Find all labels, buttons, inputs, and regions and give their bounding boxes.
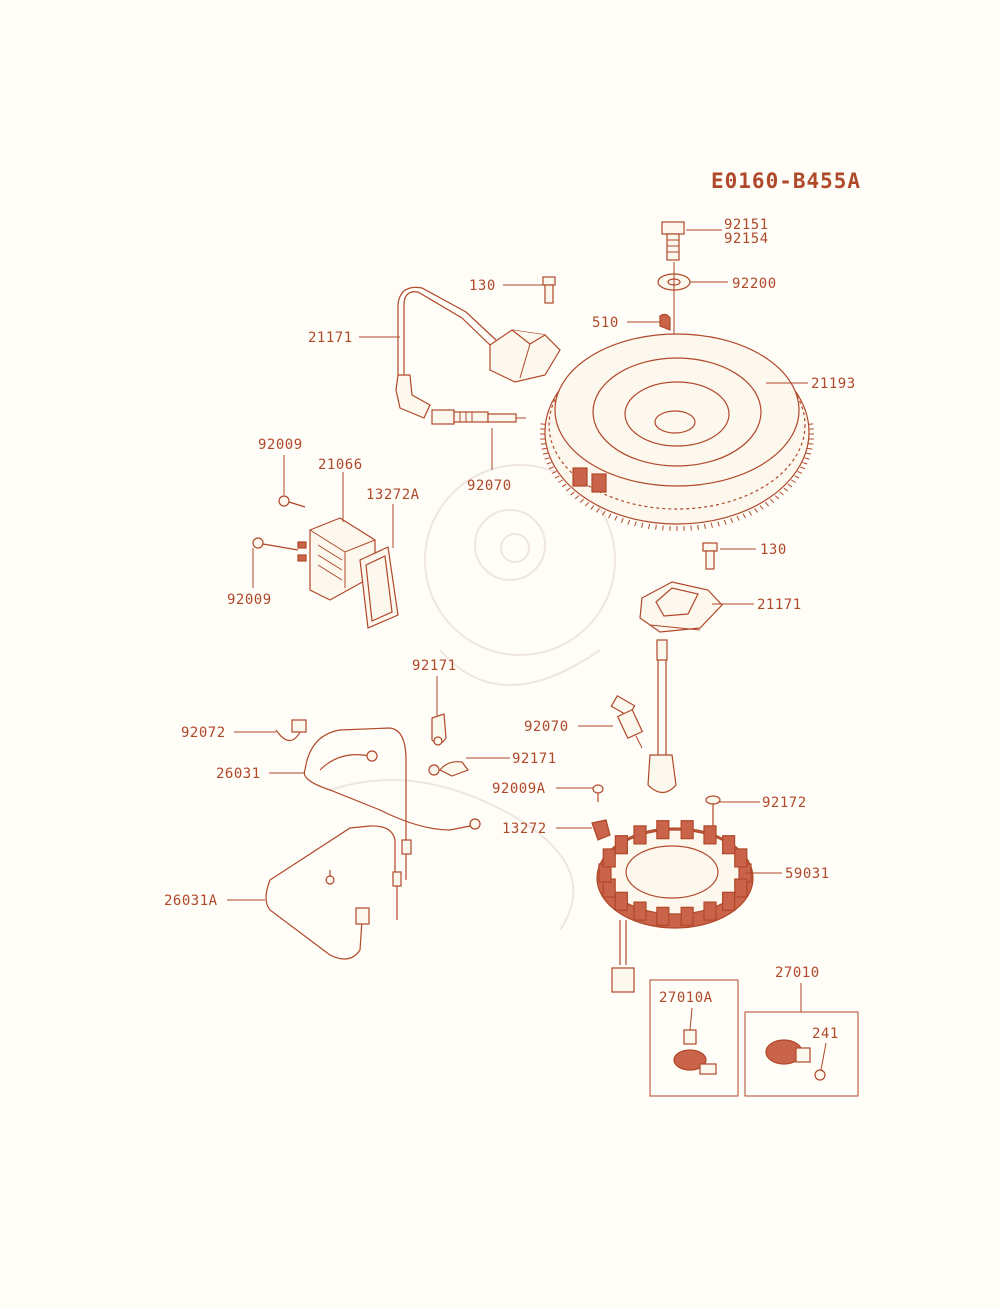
label-92171-mid: 92171 [512, 751, 557, 767]
key-510-icon [659, 313, 671, 331]
label-130-top: 130 [469, 278, 496, 294]
label-21171-top: 21171 [308, 330, 353, 346]
callout-labels: 92151 92154 92200 510 21193 130 21171 92… [164, 217, 856, 1042]
label-130-mid: 130 [760, 542, 787, 558]
label-510: 510 [592, 315, 619, 331]
label-92200: 92200 [732, 276, 777, 292]
watermark [329, 464, 616, 931]
spark-plug-92070-mid-icon [610, 694, 644, 749]
switch-27010-box [744, 1011, 859, 1097]
plate-13272-icon [591, 819, 611, 841]
bolt-92172-icon [705, 795, 721, 826]
label-92154: 92154 [724, 231, 769, 247]
diagram-code: E0160-B455A [711, 169, 861, 193]
stator-59031-icon [596, 820, 754, 993]
label-92171-top: 92171 [412, 658, 457, 674]
label-13272A: 13272A [366, 487, 420, 503]
label-92009-top: 92009 [258, 437, 303, 453]
label-21193: 21193 [811, 376, 856, 392]
ignition-coil-21171-mid-icon [639, 581, 723, 794]
label-26031: 26031 [216, 766, 261, 782]
flywheel-21193-icon [540, 333, 814, 531]
label-13272: 13272 [502, 821, 547, 837]
label-59031: 59031 [785, 866, 830, 882]
clamp-92171-mid-icon [428, 761, 469, 777]
harness-26031-icon [303, 727, 481, 880]
label-21171-mid: 21171 [757, 597, 802, 613]
gasket-13272A-icon [359, 546, 399, 629]
label-27010: 27010 [775, 965, 820, 981]
screw-92009A-icon [592, 784, 604, 802]
label-92070-mid: 92070 [524, 719, 569, 735]
label-27010A: 27010A [659, 990, 713, 1006]
clamp-92171-top-icon [431, 713, 447, 746]
label-21066: 21066 [318, 457, 363, 473]
bolt-130-top-icon [542, 276, 556, 304]
connector-92072-icon [275, 719, 307, 742]
label-92172: 92172 [762, 795, 807, 811]
spark-plug-92070-top-icon [431, 409, 526, 425]
leader-lines [227, 229, 827, 1071]
label-92072: 92072 [181, 725, 226, 741]
regulator-21066-icon [297, 517, 376, 601]
label-92070-top: 92070 [467, 478, 512, 494]
bolt-92151-icon [661, 221, 685, 261]
harness-26031A-icon [265, 825, 402, 960]
screw-92009-bottom-icon [252, 537, 299, 551]
switch-27010-icon [765, 1039, 826, 1081]
bolt-130-mid-icon [702, 542, 718, 570]
label-26031A: 26031A [164, 893, 218, 909]
label-241: 241 [812, 1026, 839, 1042]
ignition-coil-21171-top-icon [395, 286, 561, 419]
label-92009-bottom: 92009 [227, 592, 272, 608]
label-92009A: 92009A [492, 781, 546, 797]
screw-92009-top-icon [278, 495, 306, 508]
label-92151: 92151 [724, 217, 769, 233]
switch-27010A-icon [673, 1029, 717, 1075]
